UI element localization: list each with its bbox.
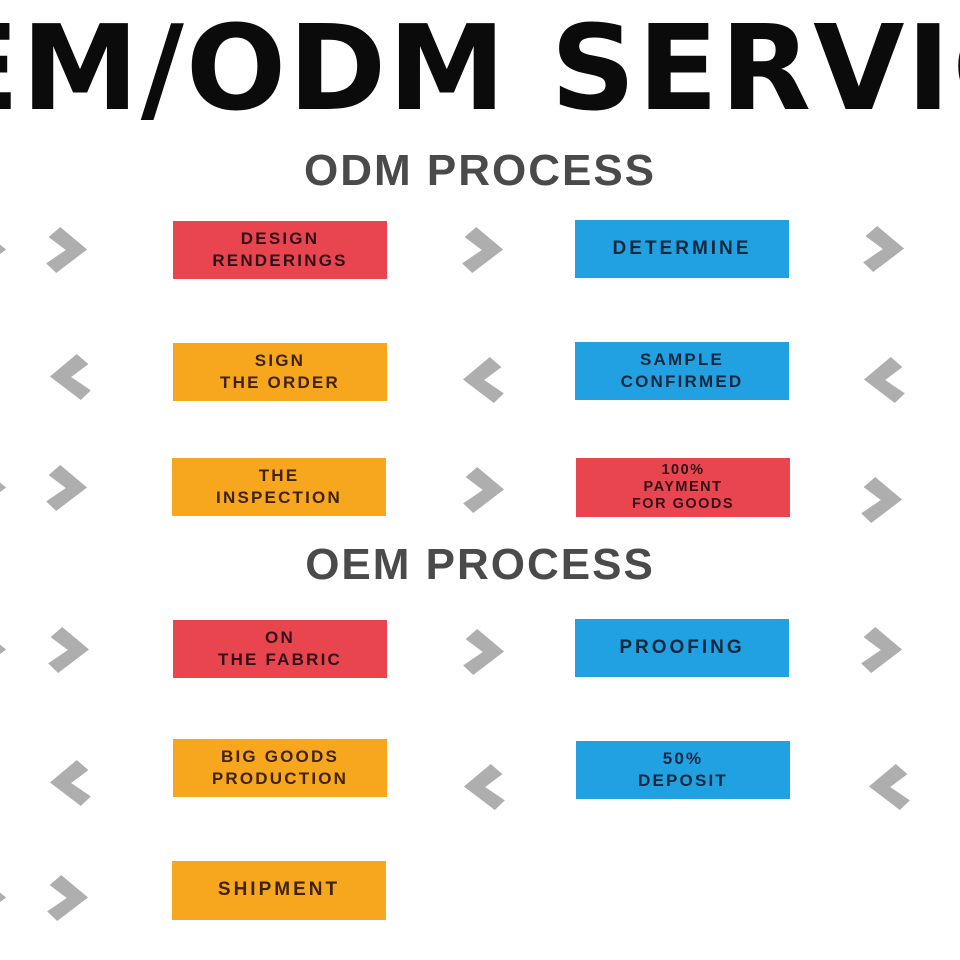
step-100-percent-payment: 100% PAYMENT FOR GOODS: [576, 458, 790, 517]
chevron-left-icon: [47, 354, 93, 400]
chevron-right-icon: [44, 227, 90, 273]
step-50-percent-deposit: 50% DEPOSIT: [576, 741, 790, 799]
page-title: OEM/ODM SERVICE: [0, 0, 960, 137]
chevron-right-icon: [461, 467, 507, 513]
oem-process-heading: OEM PROCESS: [305, 540, 655, 589]
chevron-right-icon: [46, 627, 92, 673]
step-design-renderings: DESIGN RENDERINGS: [173, 221, 387, 279]
chevron-left-icon: [861, 357, 907, 403]
chevron-right-icon: [0, 627, 9, 673]
step-sign-the-order: SIGN THE ORDER: [173, 343, 387, 401]
chevron-right-icon: [45, 875, 91, 921]
step-on-the-fabric: ON THE FABRIC: [173, 620, 387, 678]
odm-process-heading: ODM PROCESS: [303, 146, 657, 195]
chevron-left-icon: [866, 764, 912, 810]
chevron-left-icon: [47, 760, 93, 806]
chevron-right-icon: [0, 227, 9, 273]
chevron-right-icon: [859, 477, 905, 523]
chevron-right-icon: [861, 226, 907, 272]
chevron-left-icon: [461, 764, 507, 810]
step-big-goods-production: BIG GOODS PRODUCTION: [173, 739, 387, 797]
step-determine: DETERMINE: [575, 220, 789, 278]
chevron-right-icon: [0, 875, 9, 921]
step-sample-confirmed: SAMPLE CONFIRMED: [575, 342, 789, 400]
step-proofing: PROOFING: [575, 619, 789, 677]
chevron-right-icon: [859, 627, 905, 673]
step-shipment: SHIPMENT: [172, 861, 386, 920]
chevron-right-icon: [44, 465, 90, 511]
chevron-right-icon: [461, 629, 507, 675]
step-the-inspection: THE INSPECTION: [172, 458, 386, 516]
page-title-strip: OEM/ODM SERVICE: [0, 0, 960, 150]
chevron-right-icon: [460, 227, 506, 273]
chevron-right-icon: [0, 465, 9, 511]
chevron-left-icon: [460, 357, 506, 403]
